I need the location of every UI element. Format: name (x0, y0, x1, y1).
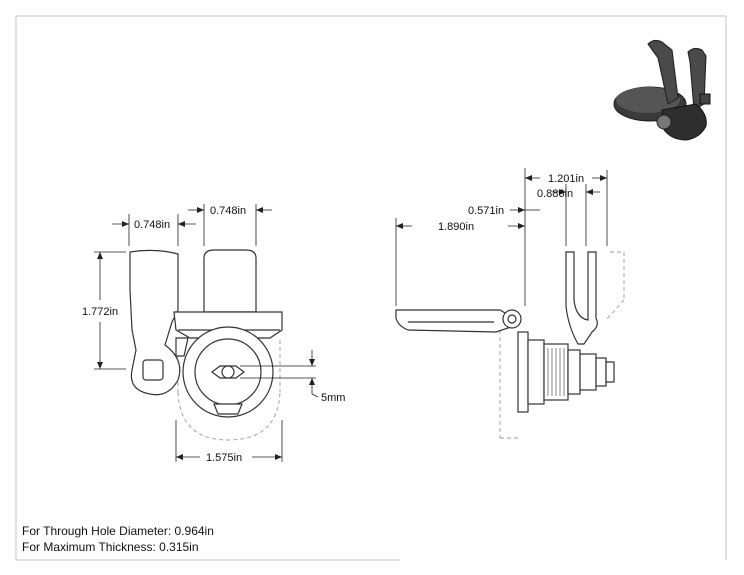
dim-5mm: 5mm (321, 392, 345, 404)
sheet-frame (15, 15, 727, 561)
dim-top-right-width: 0.748in (210, 205, 246, 217)
front-dimensions (94, 204, 319, 462)
side-solid-body (395, 251, 615, 413)
dim-side-small: 0.571in (468, 205, 504, 217)
front-solid-body (129, 249, 283, 418)
dim-side-long: 1.890in (438, 221, 474, 233)
note-through-hole: For Through Hole Diameter: 0.964in (22, 524, 214, 538)
side-view (395, 251, 625, 439)
dim-side-total: 1.201in (548, 173, 584, 185)
side-threads (547, 348, 565, 396)
side-dimensions (395, 168, 608, 306)
iso-fork-left (647, 39, 679, 105)
iso-lever-disc-top (616, 87, 680, 113)
dim-bottom-width: 1.575in (206, 452, 242, 464)
note-max-thickness: For Maximum Thickness: 0.315in (22, 540, 199, 554)
dim-top-left-width: 0.748in (134, 219, 170, 231)
iso-cylinder-face (656, 114, 672, 130)
front-view (129, 249, 283, 441)
isometric-render (613, 39, 711, 141)
iso-cylinder (661, 103, 707, 141)
dim-side-mid: 0.886in (537, 188, 573, 200)
side-phantom-outline (499, 251, 625, 439)
iso-shaft (699, 93, 711, 105)
dim-height: 1.772in (82, 306, 118, 318)
